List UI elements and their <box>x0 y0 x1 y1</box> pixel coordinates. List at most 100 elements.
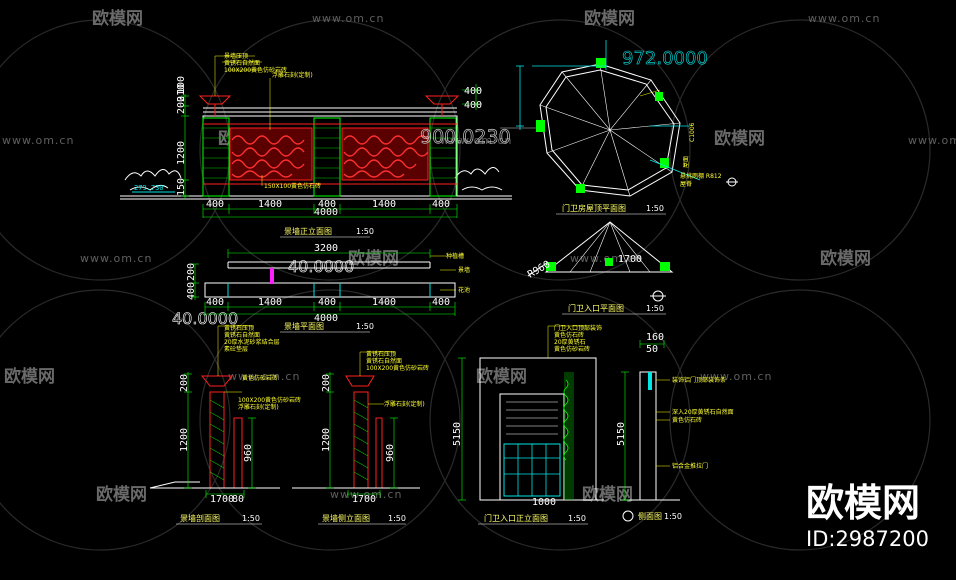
note-text: 20厚水泥砂浆结合层 <box>224 338 280 346</box>
note-text: 100X200黄色仿砂岩砖 <box>238 396 301 404</box>
note-text: 深入20厚黄锈石自然面 <box>672 408 734 416</box>
note-text: 花池 <box>458 286 470 294</box>
note-text: 浮雕石刻(定制) <box>238 403 279 411</box>
dimension-text: 1400 <box>372 199 396 210</box>
dimension-text: 1200 <box>176 141 187 165</box>
dimension-text: 960 <box>243 444 254 462</box>
drawing-caption: 景墙平面图 <box>284 321 324 331</box>
drawing-scale: 1:50 <box>646 204 664 213</box>
watermark-row-1: 欧模网 www.om.cn 欧模网 www.om.cn <box>92 8 879 29</box>
watermark-site: www.om.cn <box>80 252 152 265</box>
dimension-text: 400 <box>206 199 224 210</box>
watermark-brand: 欧模网 <box>4 366 55 387</box>
dimension-text: 4000 <box>314 313 338 324</box>
drawing-scale: 1:50 <box>568 514 586 523</box>
note-text: 装饰铝门顶部装饰条 <box>672 376 726 384</box>
dimension-text: 200 <box>176 96 187 114</box>
drawing-scale: 1:50 <box>646 304 664 313</box>
drawing-scale: 1:50 <box>356 322 374 331</box>
watermark-site: www.om.cn <box>440 134 512 147</box>
note-text: 素砼垫层 <box>224 345 248 353</box>
watermark-brand: 欧模网 <box>820 248 871 269</box>
note-text: 黄色仿石砖 <box>672 416 702 424</box>
note-text: 黄色仿石砖 <box>554 331 584 339</box>
watermark-brand: 欧模网 <box>92 8 143 29</box>
dimension-text: 5150 <box>452 422 463 446</box>
dimension-text: 400 <box>318 297 336 308</box>
dimension-text: 210 <box>176 84 187 102</box>
note-text: C1006 <box>689 122 696 142</box>
drawing-caption: 景墙正立面图 <box>284 226 332 236</box>
note-text: 黄锈石压顶 <box>366 350 396 358</box>
note-text: 黄色仿砂岩砖 <box>242 374 278 382</box>
drawing-scale: 1:50 <box>388 514 406 523</box>
dimension-text: 200 <box>179 374 190 392</box>
note-text: 黄锈石自然面 <box>224 59 260 67</box>
watermark-layer: 欧模网 www.om.cn 欧模网 www.om.cn www.om.cn 欧模… <box>0 8 956 551</box>
front-elevation-drawing: 景墙压顶 黄锈石自然面 100X200黄色仿砂岩砖 浮雕石刻(定制) 150X1… <box>120 52 512 238</box>
drawing-caption: 景墙侧立面图 <box>322 513 370 523</box>
dimension-text: 1700 <box>618 254 642 265</box>
drawing-caption: 侧面图 <box>638 511 662 521</box>
watermark-brand: 欧模网 <box>714 128 765 149</box>
dimension-text: 50 <box>646 344 658 355</box>
dimension-text: 150 <box>176 178 187 196</box>
dimension-text: 160 <box>646 332 664 343</box>
watermark-site: www.om.cn <box>312 12 384 25</box>
brand-id: ID:2987200 <box>806 527 929 551</box>
dimension-text: 1200 <box>321 428 332 452</box>
section-b-drawing: 黄锈石压顶 黄锈石自然面 100X200黄色仿砂岩砖 浮雕石刻(定制) 200 … <box>292 350 429 525</box>
dimension-text: 1200 <box>179 428 190 452</box>
watermark-brand: 欧模网 <box>348 248 399 269</box>
section-marker <box>622 510 634 522</box>
dimension-text: 400 <box>206 297 224 308</box>
watermark-row-2: www.om.cn 欧模网 www.om.cn 欧模网 www.om.cn <box>2 128 956 149</box>
dimension-text: 400 <box>464 86 482 97</box>
drawing-scale: 1:50 <box>356 227 374 236</box>
dimension-text: 400 <box>186 282 197 300</box>
brand-badge: 欧模网 ID:2987200 <box>806 481 929 551</box>
level-text: 279.730 <box>134 184 164 192</box>
note-text: 黄色仿砂岩砖 <box>554 345 590 353</box>
dimension-text: 1700 <box>352 494 376 505</box>
dimension-text: 960 <box>385 444 396 462</box>
dimension-text: 100 <box>176 76 187 94</box>
overlay-coordinate-text: 40.0000 <box>172 309 238 328</box>
note-text: 黄锈石压顶 <box>224 324 254 332</box>
dimension-text: 1700 <box>210 494 234 505</box>
dimension-text: 4000 <box>314 207 338 218</box>
dimension-text: 400 <box>318 199 336 210</box>
drawing-scale: 1:50 <box>664 512 682 521</box>
overlay-coordinate-text: 900.0230 <box>420 126 511 148</box>
note-text: 20厚黄锈石 <box>554 338 586 346</box>
gate-entrance-plan-drawing: R960 1700 门卫入口平面图 1:50 <box>526 221 674 315</box>
watermark-site: www.om.cn <box>2 134 74 147</box>
note-text: 150X100黄色仿石砖 <box>264 182 321 190</box>
plan-view-drawing: 种植槽 景墙 花池 3200 40.0000 40.0000 200 400 4… <box>172 243 470 333</box>
note-text: 浮雕石刻(定制) <box>272 71 313 79</box>
dimension-text: 400 <box>432 199 450 210</box>
gate-side-elevation-drawing: 装饰铝门顶部装饰条 深入20厚黄锈石自然面 黄色仿石砖 铝合金推拉门 5150 … <box>616 332 734 522</box>
note-text: 100X200黄色仿砂岩砖 <box>366 364 429 372</box>
overlay-coordinate-text: 40.0000 <box>288 257 354 276</box>
note-text: 铝合金推拉门 <box>672 462 708 470</box>
dimension-text: 1400 <box>258 297 282 308</box>
watermark-brand: 欧模网 <box>476 366 527 387</box>
watermark-row-3: www.om.cn 欧模网 www.om.cn 欧模网 <box>80 248 871 269</box>
note-text: 黄锈石自然面 <box>366 357 402 365</box>
dimension-text: 200 <box>321 374 332 392</box>
drawing-caption: 门卫入口平面图 <box>568 303 624 313</box>
watermark-site: www.om.cn <box>700 370 772 383</box>
drawing-scale: 1:50 <box>242 514 260 523</box>
watermark-site: www.om.cn <box>228 370 300 383</box>
dimension-text: 5150 <box>616 422 627 446</box>
dimension-text: 1000 <box>532 497 556 508</box>
watermark-brand: 欧模网 <box>582 484 633 505</box>
dimension-text: 400 <box>464 100 482 111</box>
drawing-caption: 景墙剖面图 <box>180 513 220 523</box>
brand-name: 欧模网 <box>806 481 920 525</box>
note-text: 屋脊 <box>680 180 692 188</box>
section-a-drawing: 黄锈石压顶 黄锈石自然面 20厚水泥砂浆结合层 素砼垫层 黄色仿砂岩砖 100X… <box>149 324 301 525</box>
note-text: 黄锈石自然面 <box>224 331 260 339</box>
